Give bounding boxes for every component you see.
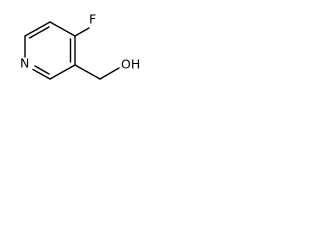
- bond-ch2-oh: [99, 67, 120, 80]
- ring-bond-n1-c2-inner: [34, 65, 50, 75]
- ring-bond-c5-c6-inner: [28, 26, 50, 39]
- nitrogen-label: N: [20, 56, 29, 71]
- ring-bond-c2-c3: [49, 64, 76, 80]
- bond-c4-f: [74, 27, 90, 37]
- fluorine-label: F: [89, 12, 96, 27]
- ring-bond-c5-c6: [24, 21, 51, 37]
- hydroxyl-label: OH: [121, 57, 140, 72]
- ring-bond-c4-c5: [49, 21, 76, 37]
- ring-bond-n1-c2: [32, 68, 51, 80]
- bond-c3-ch2: [74, 64, 101, 80]
- chemical-structure: F N OH: [20, 12, 140, 80]
